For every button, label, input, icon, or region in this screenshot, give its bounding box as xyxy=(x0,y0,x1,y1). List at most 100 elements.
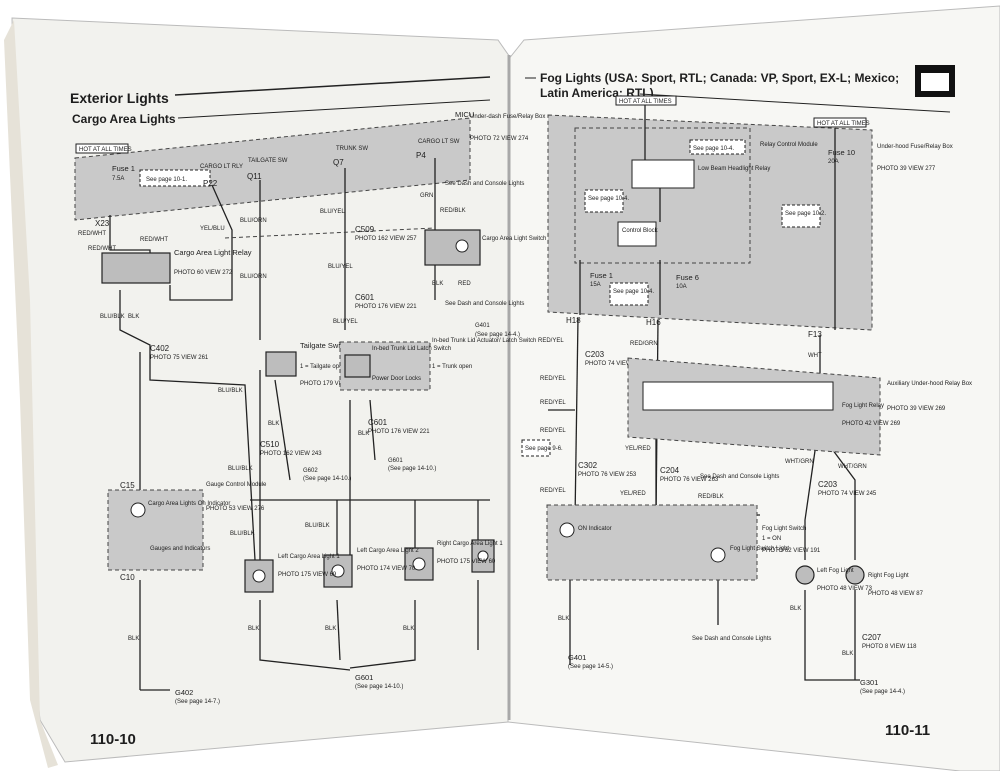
cargo-area-light-switch xyxy=(424,229,481,266)
c402-photo: PHOTO 75 VIEW 261 xyxy=(150,355,209,361)
r-wire-wht: WHT xyxy=(808,353,822,359)
aux-box-label: Auxiliary Under-hood Relay Box xyxy=(887,381,972,387)
c509: C509 xyxy=(355,225,375,234)
c302: C302 xyxy=(578,461,598,470)
wire-yel-blu: YEL/BLU xyxy=(200,226,225,232)
out-tailgate-sw: TAILGATE SW xyxy=(248,158,288,164)
g301: G301 xyxy=(860,678,878,687)
lamp2-photo: PHOTO 174 VIEW 70 xyxy=(357,566,416,572)
cargo-area-light-relay xyxy=(101,252,171,284)
lamp1-photo: PHOTO 175 VIEW 69 xyxy=(278,572,337,578)
c204: C204 xyxy=(660,466,680,475)
r-wire-red-yel-1: RED/YEL xyxy=(538,338,564,344)
r-wire-red-yel-3: RED/YEL xyxy=(540,400,566,406)
wire-blu-yel-2: BLU/YEL xyxy=(328,264,353,270)
wire-grn: GRN xyxy=(420,193,433,199)
hot-label-1: HOT AT ALL TIMES xyxy=(619,99,672,105)
c207-photo: PHOTO 8 VIEW 118 xyxy=(862,644,917,650)
relay-label: Cargo Area Light Relay xyxy=(174,248,252,257)
lamp3-label: Right Cargo Area Light 1 xyxy=(437,541,503,547)
g401-left: G401 xyxy=(475,323,490,329)
left-subsection-title: Cargo Area Lights xyxy=(72,112,176,126)
wire-blu-yel-3: BLU/YEL xyxy=(333,319,358,325)
term-h16: H16 xyxy=(646,318,661,327)
right-title-line1: Fog Lights (USA: Sport, RTL; Canada: VP,… xyxy=(540,71,899,85)
on-indicator-bulb-icon xyxy=(559,522,575,538)
switch-light-bulb-icon xyxy=(710,547,726,563)
tailgate-switch xyxy=(265,351,297,377)
trunk-latch-label: In-bed Trunk Lid Latch Switch xyxy=(372,346,451,352)
out-cargo-lt-rly: CARGO LT RLY xyxy=(200,164,243,170)
r-wire-wht-grn-2: WHT/GRN xyxy=(838,464,867,470)
gauge-photo: PHOTO 53 VIEW 276 xyxy=(206,506,265,512)
lamp2-label: Left Cargo Area Light 2 xyxy=(357,548,419,554)
c510: C510 xyxy=(260,440,280,449)
c601b: C601 xyxy=(368,418,388,427)
wire-blk-4: BLK xyxy=(358,431,369,437)
g602-see: (See page 14-10.) xyxy=(303,476,351,482)
wire-red-wht-1: RED/WHT xyxy=(78,231,106,237)
wire-blk-1: BLK xyxy=(432,281,443,287)
g401-left-see: (See page 14-4.) xyxy=(475,332,520,338)
r-wire-yel-red-2: YEL/RED xyxy=(620,491,646,497)
wire-blk-8: BLK xyxy=(403,626,414,632)
see-page-b: See page 10-4. xyxy=(588,196,629,202)
r-wire-red-yel-4: RED/YEL xyxy=(540,428,566,434)
see-page-a: See page 10-4. xyxy=(693,146,734,152)
c10: C10 xyxy=(120,573,135,582)
left-section-title: Exterior Lights xyxy=(70,90,169,106)
wire-blu-blk-3: BLU/BLK xyxy=(228,466,253,472)
fog-relay-photo: PHOTO 42 VIEW 269 xyxy=(842,421,901,427)
g601a: G601 xyxy=(388,458,403,464)
gauges-label: Gauges and Indicators xyxy=(150,546,210,552)
relay-module-label: Relay Control Module xyxy=(760,142,818,148)
fuse1-right: Fuse 1 xyxy=(590,271,613,280)
left-page: Exterior Lights Cargo Area Lights 110-10… xyxy=(70,76,546,748)
under-dash-fuse-box xyxy=(74,117,471,221)
trunk-state: 1 = Trunk open xyxy=(432,364,472,370)
left-fog-label: Left Fog Light xyxy=(817,568,854,574)
wire-blu-blk-5: BLU/BLK xyxy=(305,523,330,529)
g401-right: G401 xyxy=(568,653,586,662)
low-beam-label: Low Beam Headlight Relay xyxy=(698,166,770,172)
aux-photo: PHOTO 39 VIEW 269 xyxy=(887,406,946,412)
wire-blk-2: BLK xyxy=(128,314,139,320)
c15: C15 xyxy=(120,481,135,490)
fog-switch-light-label: Fog Light Switch Light xyxy=(730,546,789,552)
fuse6: Fuse 6 xyxy=(676,273,699,282)
control-block xyxy=(617,221,657,247)
c601: C601 xyxy=(355,293,375,302)
tailgate-state: 1 = Tailgate open xyxy=(300,364,346,370)
wire-blu-blk-4: BLU/BLK xyxy=(230,531,255,537)
out-trunk-sw: TRUNK SW xyxy=(336,146,368,152)
fuse-box-label: Under-dash Fuse/Relay Box xyxy=(470,114,545,120)
fuse1-label: Fuse 1 xyxy=(112,164,135,173)
see-page-c: See page 10-2. xyxy=(785,211,826,217)
see-dash-right-2: See Dash and Console Lights xyxy=(692,636,771,642)
right-fog-light xyxy=(845,565,865,585)
fog-relay-label: Fog Light Relay xyxy=(842,403,884,409)
trunk-actuator-label: In-bed Trunk Lid Actuator/ Latch Switch xyxy=(432,338,536,344)
on-indicator-label: ON Indicator xyxy=(578,526,612,532)
c601b-photo: PHOTO 176 VIEW 221 xyxy=(368,429,430,435)
fuse1-amp: 7.5A xyxy=(112,176,124,182)
wire-red-wht-3: RED/WHT xyxy=(140,237,168,243)
wire-blu-blk-2: BLU/BLK xyxy=(218,388,243,394)
fog-light-switch-box xyxy=(546,504,758,581)
hot-at-all-times-label: HOT AT ALL TIMES xyxy=(79,147,132,153)
fog-switch-photo: PHOTO 62 VIEW 191 xyxy=(762,548,821,554)
c204-photo: PHOTO 76 VIEW 263 xyxy=(660,477,719,483)
fog-light-relay xyxy=(642,381,834,411)
wire-blk-7: BLK xyxy=(325,626,336,632)
c207: C207 xyxy=(862,633,882,642)
gauge-module-label: Gauge Control Module xyxy=(206,482,267,488)
wire-blu-yel-1: BLU/YEL xyxy=(320,209,345,215)
wire-blk-3: BLK xyxy=(268,421,279,427)
right-fog-label: Right Fog Light xyxy=(868,573,909,579)
r-wire-blk-3: BLK xyxy=(842,651,853,657)
left-fog-light xyxy=(795,565,815,585)
fuse10: Fuse 10 xyxy=(828,148,855,157)
wire-blk-5: BLK xyxy=(128,636,139,642)
term-q11: Q11 xyxy=(247,172,262,181)
